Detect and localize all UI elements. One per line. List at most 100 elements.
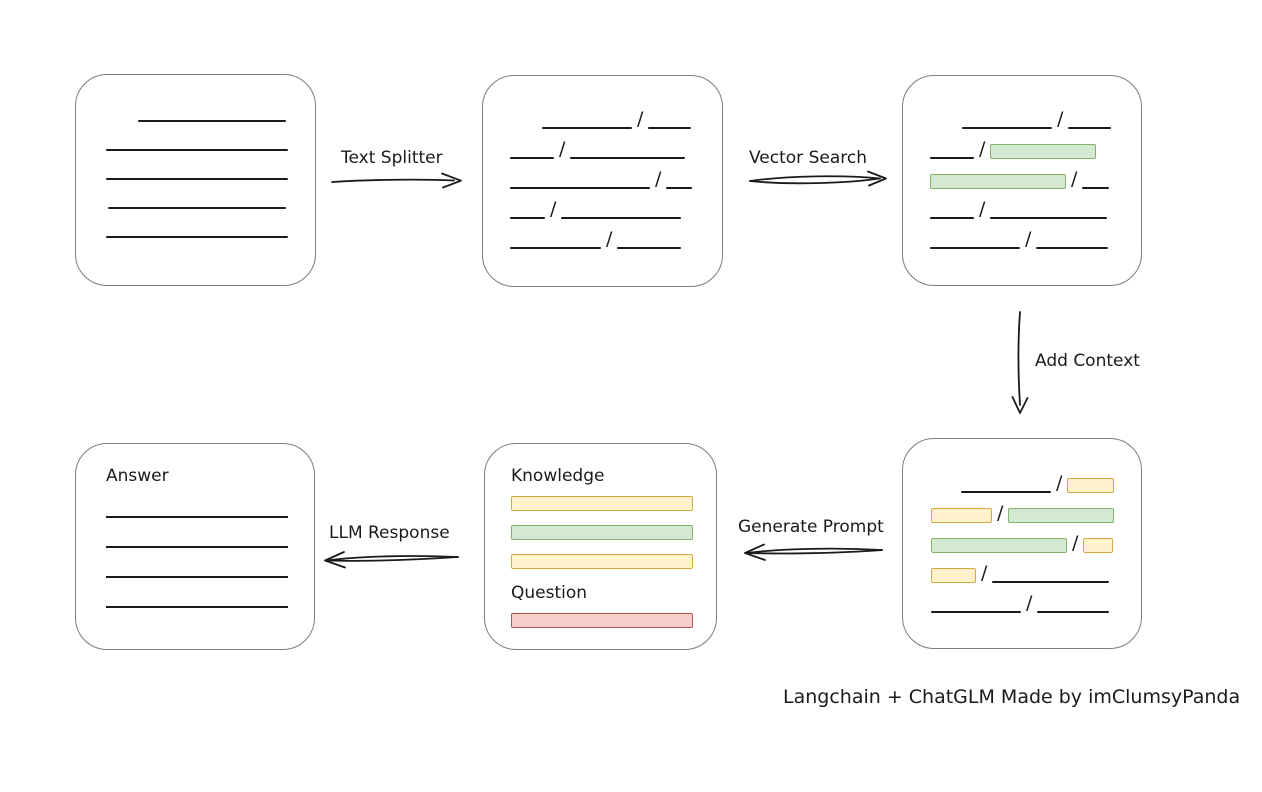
matched-chunks-rows: ///// bbox=[903, 76, 1141, 249]
slash-separator: / bbox=[655, 168, 662, 190]
text-line bbox=[510, 217, 545, 219]
text-line bbox=[961, 491, 1051, 493]
text-row: / bbox=[510, 189, 722, 219]
generate-prompt-label: Generate Prompt bbox=[738, 517, 884, 537]
slash-separator: / bbox=[1056, 472, 1063, 494]
text-line bbox=[510, 247, 601, 249]
prompt-box: Knowledge Question bbox=[484, 443, 717, 650]
slash-separator: / bbox=[559, 138, 566, 160]
chunk-yellow bbox=[1067, 478, 1115, 493]
text-splitter-label: Text Splitter bbox=[341, 148, 443, 168]
yellow-bar bbox=[511, 554, 693, 569]
text-row: / bbox=[930, 189, 1141, 219]
text-line bbox=[106, 236, 288, 238]
answer-lines bbox=[106, 488, 314, 608]
text-line bbox=[542, 127, 632, 129]
answer-box: Answer bbox=[75, 443, 315, 650]
slash-separator: / bbox=[1025, 228, 1032, 250]
text-splitter-arrow-icon bbox=[331, 172, 462, 189]
text-row bbox=[108, 180, 315, 209]
split-text-rows: / / / / / bbox=[483, 76, 722, 249]
text-line bbox=[990, 217, 1108, 219]
text-line bbox=[510, 157, 554, 159]
text-line bbox=[510, 187, 650, 189]
text-row: / bbox=[962, 99, 1141, 129]
text-row bbox=[106, 122, 315, 151]
text-line bbox=[108, 207, 286, 209]
text-row bbox=[106, 151, 315, 180]
slash-separator: / bbox=[979, 198, 986, 220]
slash-separator: / bbox=[550, 198, 557, 220]
text-line bbox=[666, 187, 693, 189]
green-bar bbox=[511, 525, 693, 540]
text-row: / bbox=[930, 219, 1141, 249]
diagram-caption: Langchain + ChatGLM Made by imClumsyPand… bbox=[783, 686, 1241, 708]
chunk-yellow bbox=[931, 508, 992, 523]
document-lines bbox=[76, 75, 315, 238]
add-context-label: Add Context bbox=[1035, 351, 1140, 371]
text-line bbox=[930, 157, 974, 159]
text-row: / bbox=[510, 219, 722, 249]
text-row: / bbox=[961, 463, 1141, 493]
matched-chunks-box: ///// bbox=[902, 75, 1142, 286]
answer-line bbox=[106, 518, 288, 548]
text-row: / bbox=[931, 493, 1141, 523]
generate-prompt-arrow-icon bbox=[744, 543, 883, 561]
text-row: / bbox=[930, 129, 1141, 159]
context-chunks-rows: / / / / / bbox=[903, 439, 1141, 613]
chunk-green bbox=[990, 144, 1097, 159]
slash-separator: / bbox=[997, 502, 1004, 524]
chunk-green bbox=[930, 174, 1066, 189]
text-row: / bbox=[930, 159, 1141, 189]
text-line bbox=[1037, 611, 1110, 613]
text-line bbox=[931, 611, 1021, 613]
slash-separator: / bbox=[606, 228, 613, 250]
question-bar bbox=[511, 613, 693, 628]
text-line bbox=[561, 217, 682, 219]
vector-search-arrow-icon bbox=[749, 170, 887, 187]
text-line bbox=[992, 581, 1110, 583]
llm-response-arrow-icon bbox=[324, 551, 459, 569]
slash-separator: / bbox=[1072, 532, 1079, 554]
text-row: / bbox=[931, 553, 1141, 583]
text-line bbox=[106, 178, 288, 180]
text-row bbox=[138, 93, 315, 122]
question-label: Question bbox=[511, 583, 588, 603]
slash-separator: / bbox=[981, 562, 988, 584]
text-line bbox=[138, 120, 286, 122]
vector-search-label: Vector Search bbox=[749, 148, 867, 168]
slash-separator: / bbox=[1026, 592, 1033, 614]
answer-label: Answer bbox=[106, 466, 169, 486]
text-line bbox=[1036, 247, 1109, 249]
text-row bbox=[106, 209, 315, 238]
text-line bbox=[1068, 127, 1112, 129]
text-line bbox=[570, 157, 686, 159]
text-line bbox=[962, 127, 1052, 129]
text-row: / bbox=[931, 523, 1141, 553]
text-line bbox=[648, 127, 692, 129]
text-row: / bbox=[931, 583, 1141, 613]
context-chunks-box: / / / / / bbox=[902, 438, 1142, 649]
chunk-yellow bbox=[931, 568, 976, 583]
text-line bbox=[1082, 187, 1110, 189]
slash-separator: / bbox=[979, 138, 986, 160]
chunk-green bbox=[1008, 508, 1115, 523]
chunk-green bbox=[931, 538, 1067, 553]
answer-line bbox=[106, 548, 288, 578]
text-line bbox=[617, 247, 682, 249]
text-row: / bbox=[510, 159, 722, 189]
knowledge-bars bbox=[511, 496, 716, 569]
text-line bbox=[930, 217, 974, 219]
chunk-yellow bbox=[1083, 538, 1114, 553]
split-text-box: / / / / / bbox=[482, 75, 723, 287]
document-box bbox=[75, 74, 316, 286]
knowledge-label: Knowledge bbox=[511, 466, 605, 486]
text-row: / bbox=[542, 99, 722, 129]
yellow-bar bbox=[511, 496, 693, 511]
answer-line bbox=[106, 488, 288, 518]
slash-separator: / bbox=[637, 108, 644, 130]
text-row: / bbox=[510, 129, 722, 159]
text-line bbox=[106, 149, 288, 151]
text-line bbox=[930, 247, 1020, 249]
